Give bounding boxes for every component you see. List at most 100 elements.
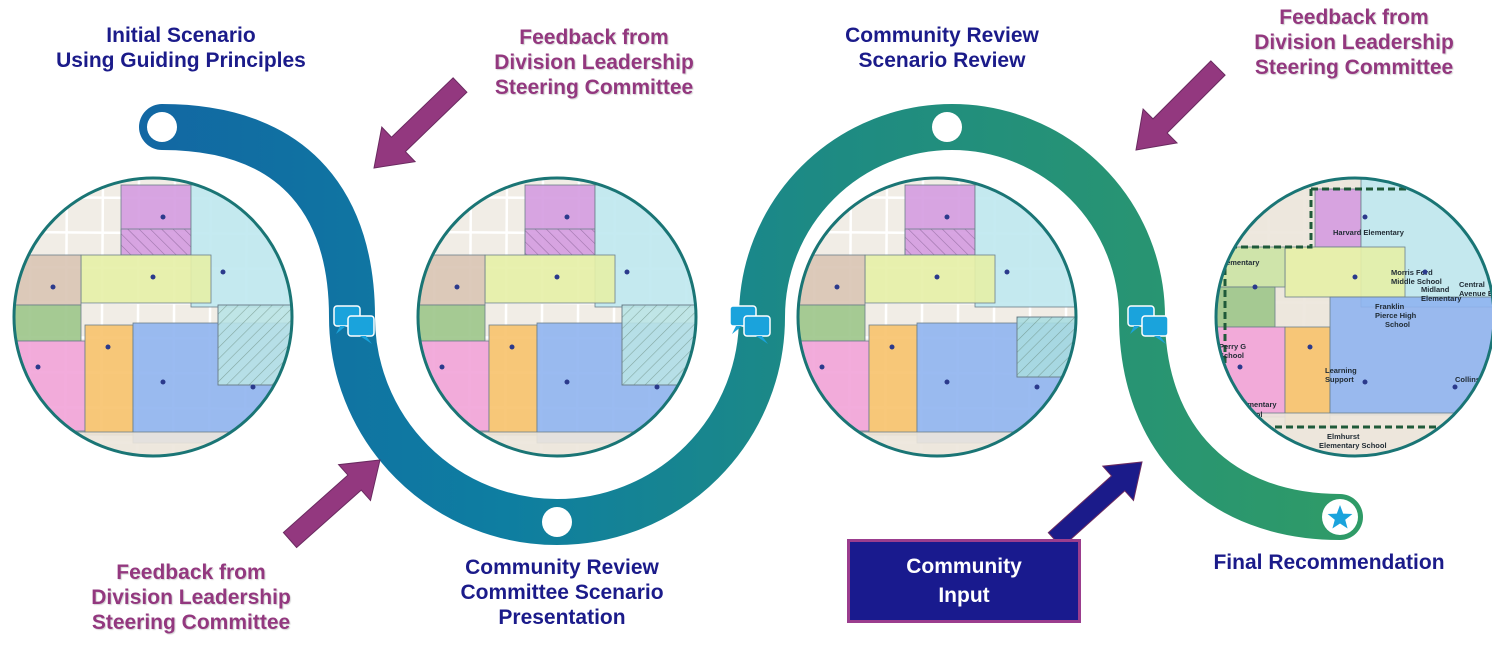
- bubble-front-tail: [756, 336, 768, 344]
- attendance-zone: [84, 324, 134, 436]
- map-school-label: Midland: [1421, 285, 1450, 294]
- school-marker: [944, 214, 950, 220]
- attendance-zone: [15, 340, 86, 432]
- map-school-label: Elementary: [1421, 294, 1462, 303]
- step-final-recommendation-label: Final Recommendation: [1213, 551, 1445, 574]
- school-marker: [889, 344, 895, 350]
- school-marker: [1237, 364, 1243, 370]
- attendance-zone: [1217, 286, 1276, 328]
- school-marker: [564, 379, 570, 385]
- school-marker: [1034, 384, 1040, 390]
- map-school-label: Support: [1325, 375, 1354, 384]
- attendance-zone: [1284, 326, 1331, 428]
- school-marker: [934, 274, 940, 280]
- school-marker: [454, 284, 460, 290]
- map-school-label: School: [1385, 320, 1410, 329]
- attendance-zone: [864, 254, 996, 304]
- map-frame: [796, 176, 1078, 458]
- map-committee-presentation: [419, 179, 695, 455]
- bubble-front-tail: [1154, 336, 1166, 344]
- feedback-arrow-icon: [282, 459, 381, 549]
- attendance-zone: [419, 304, 486, 342]
- map-frame: [12, 176, 294, 458]
- milestone-dot-icon: [147, 112, 177, 142]
- school-marker: [1004, 269, 1010, 275]
- map-school-label: Perry G: [1219, 342, 1246, 351]
- attendance-zone: [419, 254, 486, 306]
- feedback-arrow-icon: [1047, 461, 1143, 549]
- bubble-front: [1141, 315, 1169, 337]
- map-school-label: Middle School: [1391, 277, 1442, 286]
- school-marker: [1307, 344, 1313, 350]
- map-school-label: Morris Ford: [1391, 268, 1433, 277]
- attendance-zone: [1329, 296, 1492, 416]
- attendance-zone: [904, 228, 976, 256]
- school-marker: [624, 269, 630, 275]
- attendance-zone: [868, 324, 918, 436]
- school-marker: [250, 384, 256, 390]
- speech-bubbles-icon: [1127, 305, 1169, 344]
- map-initial-scenario: [15, 179, 291, 455]
- attendance-zone: [524, 228, 596, 256]
- attendance-zone: [80, 254, 212, 304]
- bubble-front: [347, 315, 375, 337]
- attendance-zone: [799, 304, 866, 342]
- attendance-zone: [419, 340, 490, 432]
- attendance-zone: [484, 254, 616, 304]
- school-marker: [35, 364, 41, 370]
- map-frame: [416, 176, 698, 458]
- school-marker: [160, 214, 166, 220]
- school-marker: [160, 379, 166, 385]
- school-marker: [819, 364, 825, 370]
- milestone-dot-icon: [932, 112, 962, 142]
- school-marker: [50, 284, 56, 290]
- bubble-front: [743, 315, 771, 337]
- star-icon: [1327, 505, 1353, 529]
- school-marker: [220, 269, 226, 275]
- map-frame: [1214, 176, 1492, 458]
- attendance-zone: [488, 324, 538, 436]
- school-marker: [554, 274, 560, 280]
- school-marker: [105, 344, 111, 350]
- school-marker: [1352, 274, 1358, 280]
- school-marker: [1452, 384, 1458, 390]
- map-school-label: Elementary School: [1319, 441, 1387, 450]
- attendance-zone: [1314, 188, 1362, 248]
- map-school-label: Franklin: [1375, 302, 1405, 311]
- attendance-zone: [217, 304, 291, 386]
- bubble-front-tail: [360, 336, 372, 344]
- attendance-zone: [1284, 246, 1406, 298]
- map-scenario-review: [799, 179, 1075, 455]
- school-marker: [1422, 269, 1428, 275]
- attendance-zone: [15, 304, 82, 342]
- bubble-back-tail: [1130, 326, 1140, 334]
- bubble-back-tail: [336, 326, 346, 334]
- attendance-zone: [799, 254, 866, 306]
- community-input-line: Community: [906, 555, 1022, 578]
- bubble-back-tail: [732, 326, 742, 334]
- school-marker: [1362, 214, 1368, 220]
- feedback-arrow-icon: [373, 77, 468, 169]
- speech-bubbles-icon: [333, 305, 375, 344]
- attendance-zone: [799, 340, 870, 432]
- community-input-line: Input: [938, 584, 990, 607]
- attendance-zone: [1016, 316, 1075, 378]
- school-marker: [439, 364, 445, 370]
- school-marker: [944, 379, 950, 385]
- map-school-label: School: [1219, 351, 1244, 360]
- map-school-label: Avenue Elementa: [1459, 289, 1492, 298]
- attendance-zone: [120, 228, 192, 256]
- map-school-label: Pierce High: [1375, 311, 1417, 320]
- map-school-label: Central: [1459, 280, 1485, 289]
- school-marker: [834, 284, 840, 290]
- attendance-zone: [621, 304, 695, 386]
- school-marker: [564, 214, 570, 220]
